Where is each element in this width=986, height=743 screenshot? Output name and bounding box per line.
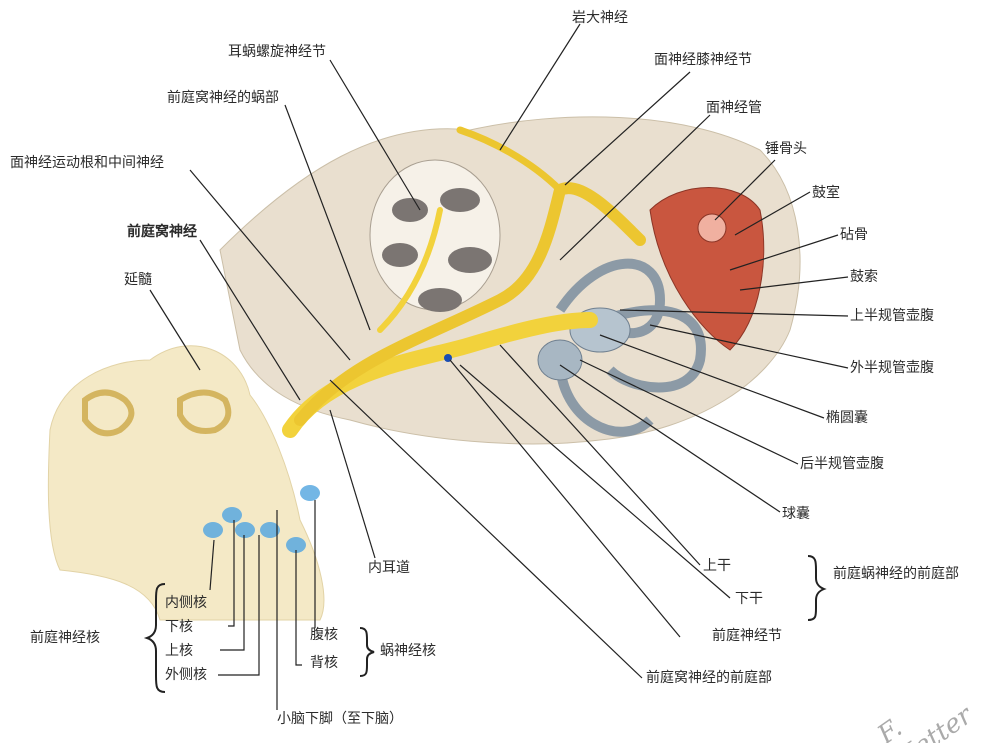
leader-lines: [149, 23, 849, 710]
label-ampulla-lateral: 外半规管壶腹: [850, 360, 934, 376]
label-chorda-tympani: 鼓索: [850, 269, 878, 285]
medulla-gray-matter: [82, 389, 232, 437]
braces: [143, 555, 827, 693]
tympanic-cavity: [649, 187, 765, 351]
label-dorsal-nucleus: 背核: [310, 655, 338, 671]
label-vestibular-part-group: 前庭蜗神经的前庭部: [833, 566, 959, 582]
label-geniculate-ganglion: 面神经膝神经节: [654, 52, 752, 68]
label-ventral-nucleus: 腹核: [310, 627, 338, 643]
cochlea: [369, 159, 501, 312]
label-vestibular-nuclei: 前庭神经核: [30, 630, 100, 646]
medulla-shape: [47, 345, 325, 621]
malleus-head: [697, 213, 727, 243]
label-superior-nucleus: 上核: [165, 643, 193, 659]
brace-cochlear-nuclei: [359, 627, 375, 677]
label-ampulla-posterior: 后半规管壶腹: [800, 456, 884, 472]
label-vestibular-ganglion: 前庭神经节: [712, 628, 782, 644]
label-medulla: 延髓: [124, 272, 152, 288]
label-superior-division: 上干: [703, 558, 731, 574]
label-greater-petrosal-nerve: 岩大神经: [572, 10, 628, 26]
label-spiral-ganglion: 耳蜗螺旋神经节: [228, 44, 326, 60]
label-saccule: 球囊: [782, 506, 810, 522]
label-medial-nucleus: 内侧核: [165, 595, 207, 611]
label-lateral-nucleus: 外侧核: [165, 667, 207, 683]
label-incus: 砧骨: [840, 227, 868, 243]
label-utricle: 椭圆囊: [826, 410, 868, 426]
label-ampulla-superior: 上半规管壶腹: [850, 308, 934, 324]
saccule-shape: [537, 339, 583, 381]
brace-vestibular: [807, 555, 827, 621]
label-cochlear-part: 前庭窝神经的蜗部: [167, 90, 279, 106]
label-internal-acoustic-meatus: 内耳道: [368, 560, 410, 576]
label-cochlear-nuclei: 蜗神经核: [380, 643, 436, 659]
label-vestibulocochlear-nerve: 前庭窝神经: [127, 224, 197, 240]
label-inferior-cerebellar-peduncle: 小脑下脚（至下脑）: [277, 711, 403, 727]
label-tympanic-cavity: 鼓室: [812, 185, 840, 201]
label-vestibular-part: 前庭窝神经的前庭部: [646, 670, 772, 686]
label-facial-canal: 面神经管: [706, 100, 762, 116]
label-inferior-division: 下干: [735, 591, 763, 607]
brace-vestibular-nuclei: [143, 583, 166, 693]
label-malleus-head: 锤骨头: [765, 141, 807, 157]
nuclei: [203, 485, 320, 553]
nerves: [282, 126, 646, 438]
label-facial-motor-root: 面神经运动根和中间神经: [10, 155, 164, 171]
label-inferior-nucleus: 下核: [165, 619, 193, 635]
